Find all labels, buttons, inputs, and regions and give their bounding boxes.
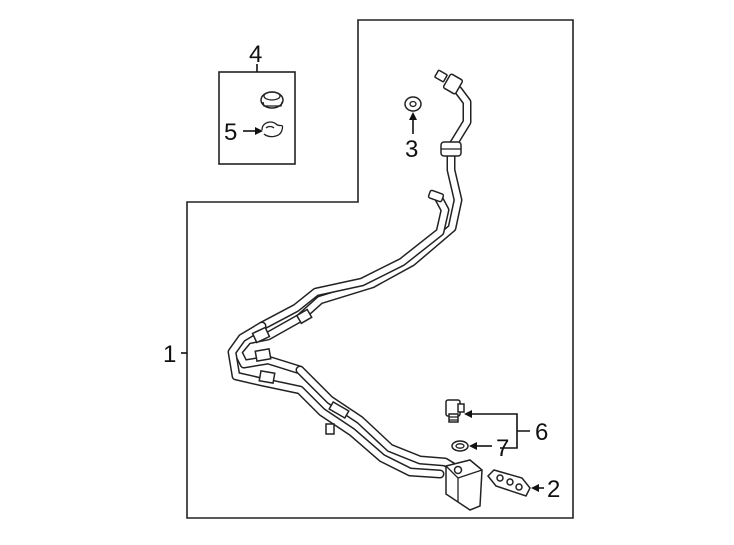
callout-6: 6 [535, 419, 548, 446]
callout-3: 3 [405, 136, 418, 163]
callout-4: 4 [249, 41, 262, 68]
sensor-part [445, 399, 465, 423]
o-ring-part [451, 440, 469, 452]
callout-2: 2 [547, 476, 560, 503]
cooler-line-assembly [227, 69, 483, 511]
inset-box [218, 71, 296, 165]
callout-5: 5 [224, 119, 237, 146]
main-assembly-frame [186, 19, 574, 519]
callout-1: 1 [163, 341, 176, 368]
clip-part [261, 121, 284, 138]
leader-line-6 [470, 413, 530, 449]
cap-part [260, 91, 284, 109]
gasket-part [486, 469, 531, 497]
callout-7: 7 [496, 435, 509, 462]
grommet-part [404, 96, 422, 112]
